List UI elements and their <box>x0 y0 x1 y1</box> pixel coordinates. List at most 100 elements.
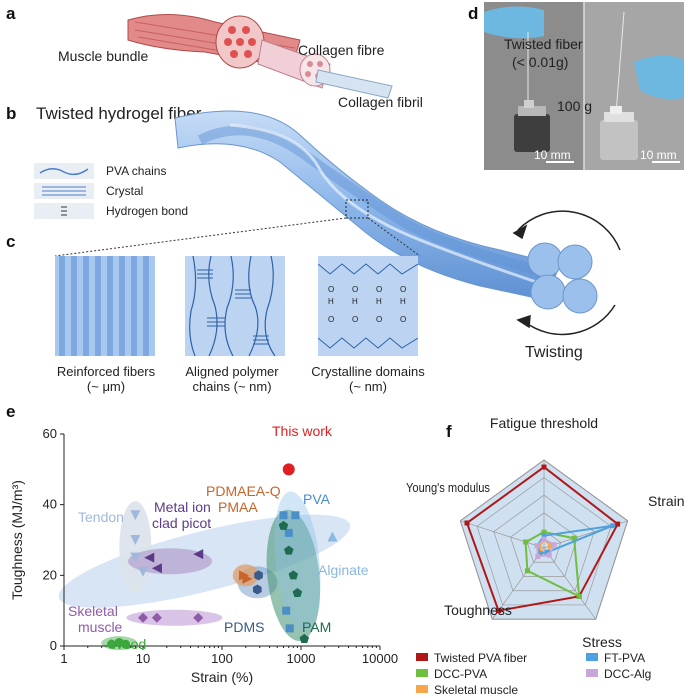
gloved-hands <box>484 6 684 99</box>
pva-label: PVA <box>303 491 331 507</box>
reinforced-fibers-caption: Reinforced fibers (~ μm) <box>44 364 168 394</box>
radar-spoke <box>491 547 545 620</box>
dcc-pva-legend-swatch <box>416 669 428 677</box>
caption-line: (~ μm) <box>86 379 126 394</box>
twisted-pva-fiber-vertex <box>464 520 470 526</box>
ft-pva-legend-swatch <box>586 653 598 661</box>
radar-grid-ring <box>493 494 595 592</box>
metal-ion-clad-picot-point <box>144 552 155 563</box>
zoom-line-left <box>54 217 347 257</box>
pam-point <box>292 588 303 598</box>
twisted-pva-fiber-vertex <box>615 521 621 527</box>
pva-point <box>284 528 293 537</box>
x-tick-label: 1 <box>60 651 67 666</box>
radar-axis-label: Toughness <box>444 602 512 618</box>
twisting-label: Twisting <box>525 344 583 361</box>
fiber-thread-right <box>615 11 625 115</box>
dcc-pva-legend-label: DCC-PVA <box>434 667 487 681</box>
ft-pva-vertex <box>544 549 550 555</box>
svg-text:H: H <box>328 297 334 306</box>
reinforced-fibers-schematic <box>55 256 155 356</box>
caption-line: chains (~ nm) <box>192 379 272 394</box>
radar-axis-label: Young's modulus <box>406 480 490 495</box>
radar-grid-ring <box>510 512 578 577</box>
radar-series <box>464 464 621 614</box>
radar-axis-label: Fatigue threshold <box>490 415 598 431</box>
pdmaea-label: PDMAEA-Q <box>206 483 281 499</box>
weight-label: 100 g <box>557 98 593 114</box>
pva-point <box>282 606 291 615</box>
radar-chart: Fatigue thresholdStrainStressToughnessYo… <box>406 415 685 697</box>
alginate-point <box>327 531 338 542</box>
metal-ion-clad-picot-point <box>193 549 204 560</box>
radar-grid-ring <box>476 477 612 606</box>
svg-text:O: O <box>328 285 334 294</box>
skeletal-1-label: Skeletal <box>68 603 118 619</box>
caption-line: Aligned polymer <box>185 364 279 379</box>
ft-pva-vertex <box>537 551 543 557</box>
dcc-alg-vertex <box>534 543 540 549</box>
pva-chains-swatch <box>34 163 94 179</box>
x-tick-label: 10 <box>136 651 150 666</box>
pam-label: PAM <box>302 619 331 635</box>
muscle-hierarchy-illustration <box>127 14 393 99</box>
svg-text:H: H <box>400 297 406 306</box>
radar-spoke <box>543 547 597 620</box>
radar-spoke <box>460 520 545 549</box>
muscle-bundle-label: Muscle bundle <box>58 48 149 64</box>
ft-pva-legend-label: FT-PVA <box>604 651 645 665</box>
dcc-alg-legend-label: DCC-Alg <box>604 667 651 681</box>
caption-line: (~ nm) <box>349 379 387 394</box>
skeletal-muscle-legend-swatch <box>416 685 428 693</box>
dcc-pva-vertex <box>571 535 577 541</box>
twisted-fiber-illustration <box>54 110 621 336</box>
x-tick-label: 10000 <box>362 651 398 666</box>
pdmaea-q-pmaa-point <box>242 573 253 584</box>
zoom-line-right <box>367 217 421 257</box>
dcc-alg-legend-swatch <box>586 669 598 677</box>
tendon-point <box>130 510 141 521</box>
scale-label-left: 10 mm <box>534 148 571 162</box>
hydrogen-bond-swatch <box>34 203 94 219</box>
skeletal-muscle-vertex <box>548 543 554 549</box>
y-tick-label: 60 <box>43 426 57 441</box>
svg-text:O: O <box>376 315 382 324</box>
pmaa-label: PMAA <box>218 499 258 515</box>
fiber-end-caps <box>527 242 598 314</box>
dcc-alg-vertex <box>535 554 541 560</box>
skeletal-muscle-point <box>193 612 204 623</box>
fiber-mass-label: (< 0.01g) <box>512 54 569 70</box>
twisted-pva-fiber-legend-label: Twisted PVA fiber <box>434 651 527 665</box>
pdms-label: PDMS <box>224 619 264 635</box>
caption-line: Crystalline domains <box>311 364 425 379</box>
svg-text:O: O <box>352 315 358 324</box>
panel-letter-a: a <box>6 4 16 23</box>
tendon-point <box>130 552 141 563</box>
dcc-alg-vertex <box>551 542 557 548</box>
svg-text:H: H <box>376 297 382 306</box>
pdms-point <box>254 570 263 581</box>
wood-point <box>120 639 130 649</box>
pdms-point <box>252 584 262 595</box>
weight-right <box>600 106 638 160</box>
pam-point <box>278 520 289 530</box>
panel-letter-c: c <box>6 232 16 251</box>
y-axis-label: Toughness (MJ/m³) <box>9 480 25 600</box>
pam-point <box>299 633 310 643</box>
pva-chains-label: PVA chains <box>106 164 167 178</box>
collagen-fibre-label: Collagen fibre <box>298 42 385 58</box>
weight-left <box>514 100 550 152</box>
dcc-pva-vertex <box>523 539 529 545</box>
ft-pva-vertex <box>541 533 547 539</box>
y-tick-label: 40 <box>43 497 57 512</box>
radar-axis-labels: Fatigue thresholdStrainStressToughnessYo… <box>406 415 685 650</box>
twisted-pva-fiber-vertex <box>495 608 501 614</box>
x-tick-label: 100 <box>211 651 233 666</box>
twisted-pva-fiber-legend-swatch <box>416 653 428 661</box>
wood-label: Wood <box>110 636 146 652</box>
x-tick-label: 1000 <box>287 651 316 666</box>
dcc-pva-vertex <box>541 529 547 535</box>
scale-label-right: 10 mm <box>640 148 677 162</box>
